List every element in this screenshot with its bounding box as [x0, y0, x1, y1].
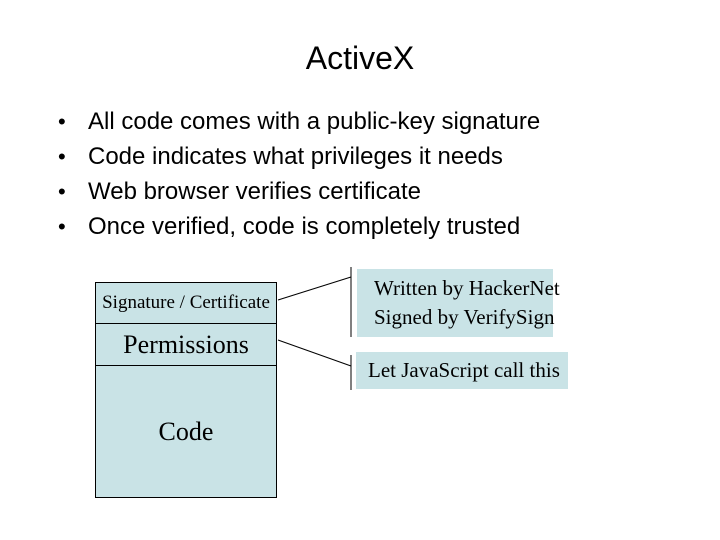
callout-line: Signed by VerifySign [374, 305, 555, 329]
bullet-item: • All code comes with a public-key signa… [58, 108, 658, 143]
callout-line: Let JavaScript call this [368, 358, 560, 382]
bullet-marker-icon: • [58, 179, 66, 204]
callout-permissions: Let JavaScript call this [356, 352, 568, 389]
bullet-text: Code indicates what privileges it needs [88, 143, 503, 170]
connector-line-permissions [277, 339, 352, 367]
bullet-text: Web browser verifies certificate [88, 178, 421, 205]
bullet-marker-icon: • [58, 144, 66, 169]
bullet-marker-icon: • [58, 214, 66, 239]
signature-certificate-section: Signature / Certificate [102, 292, 270, 313]
connector-line-signature [277, 276, 352, 301]
bullet-text: Once verified, code is completely truste… [88, 213, 521, 240]
bullet-marker-icon: • [58, 109, 66, 134]
callout-line: Written by HackerNet [374, 276, 560, 300]
bullet-list: • All code comes with a public-key signa… [58, 108, 658, 248]
bullet-item: • Code indicates what privileges it need… [58, 143, 658, 178]
bullet-item: • Once verified, code is completely trus… [58, 213, 658, 248]
slide-title: ActiveX [305, 40, 415, 76]
callout-signature-certificate: Written by HackerNet Signed by VerifySig… [357, 269, 560, 337]
code-section: Code [96, 365, 276, 497]
permissions-section: Permissions [96, 323, 276, 365]
bullet-item: • Web browser verifies certificate [58, 178, 658, 213]
code-package-box: Signature / Certificate Permissions Code [95, 282, 277, 498]
bullet-text: All code comes with a public-key signatu… [88, 108, 541, 135]
